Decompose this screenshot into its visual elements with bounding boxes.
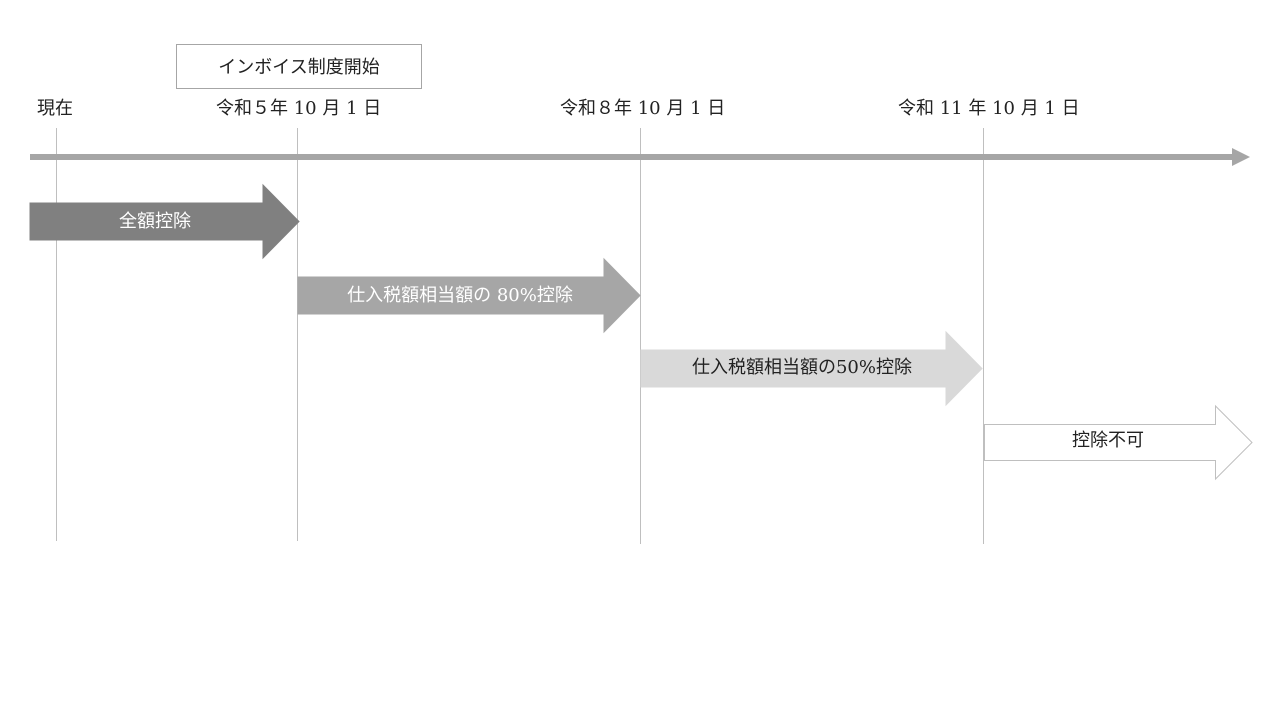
phase-arrow-fifty: 仕入税額相当額の50%控除 [640,330,983,407]
phase-arrow-full: 全額控除 [29,183,300,260]
milestone-label-now: 現在 [37,98,73,119]
timeline-arrow [30,148,1250,166]
guide-lines [56,128,984,544]
callout-box [176,44,422,89]
milestone-label-r5: 令和５年 10 月 1 日 [216,98,381,119]
milestone-label-r11: 令和 11 年 10 月 1 日 [898,98,1080,119]
phase-shape-fifty [640,330,983,407]
phase-label-fifty: 仕入税額相当額の50%控除 [692,357,912,378]
phase-shape-full [29,183,300,260]
phase-arrow-none: 控除不可 [984,404,1253,481]
milestone-labels: 現在 令和５年 10 月 1 日 令和８年 10 月 1 日 令和 11 年 1… [37,98,1080,119]
phase-label-full: 全額控除 [119,211,191,232]
milestone-label-r8: 令和８年 10 月 1 日 [560,98,725,119]
invoice-start-callout: インボイス制度開始 [176,44,422,89]
phase-shape-none [984,404,1253,481]
phase-arrow-eighty: 仕入税額相当額の 80%控除 [297,257,641,334]
timeline-arrow-head [1232,148,1250,166]
phase-label-none: 控除不可 [1072,430,1144,451]
callout-label: インボイス制度開始 [218,57,379,78]
phase-label-eighty: 仕入税額相当額の 80%控除 [347,285,573,306]
phase-shape-eighty [297,257,641,334]
